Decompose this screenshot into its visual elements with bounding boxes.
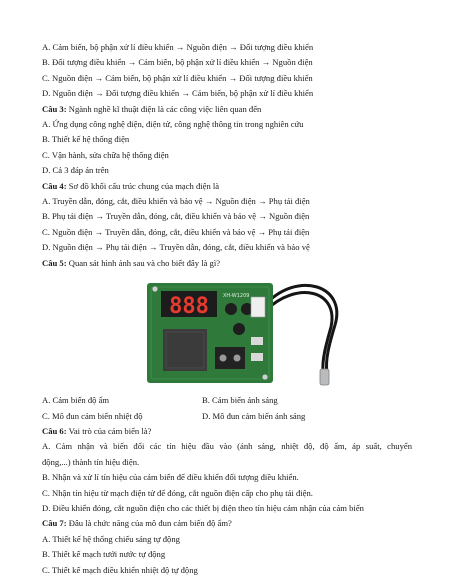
terminal-block — [215, 347, 245, 370]
terminal-screw-2 — [233, 354, 241, 362]
q7-option-c: C. Thiết kế mạch điều khiển nhiệt độ tự … — [42, 564, 198, 575]
relay — [163, 329, 207, 372]
q7-option-b: B. Thiết kế mạch tưới nước tự động — [42, 549, 166, 560]
q5-options-row-1: A. Cảm biến độ ẩm B. Cảm biến ánh sáng — [42, 393, 412, 408]
led-display — [161, 291, 217, 318]
terminal-screw-1 — [219, 354, 227, 362]
option-b: B. Đối tượng điều khiển → Cảm biến, bộ p… — [42, 57, 313, 68]
q3-option-a: A. Ứng dụng công nghệ điện, điện tử, côn… — [42, 119, 304, 130]
q4-option-c: C. Nguồn điện → Truyền dẫn, đóng, cắt, đ… — [42, 226, 310, 237]
question-list: A. Cảm biến, bộ phận xử lí điều khiển → … — [42, 40, 412, 578]
question-3-text: Ngành nghề kĩ thuật điện là các công việ… — [66, 103, 262, 114]
question-7-label: Câu 7: — [42, 518, 67, 529]
q5-options-row-2: C. Mô đun cảm biến nhiệt độ D. Mô đun cả… — [42, 409, 412, 424]
question-5: Câu 5: Quan sát hình ảnh sau và cho biết… — [42, 256, 412, 271]
q6-option-c: C. Nhận tín hiệu từ mạch điện tử để đóng… — [42, 487, 313, 498]
probe-tip — [319, 368, 330, 386]
button-down-icon — [233, 323, 245, 336]
probe-cable — [263, 284, 339, 374]
temperature-module-image: 888 XH-W1209 — [147, 283, 339, 386]
q5-option-b: B. Cảm biến ánh sáng — [202, 395, 278, 406]
question-3: Câu 3: Ngành nghề kĩ thuật điện là các c… — [42, 102, 412, 117]
board-outline — [150, 286, 270, 380]
question-4-label: Câu 4: — [42, 180, 67, 191]
mount-hole-2 — [262, 374, 268, 380]
question-7: Câu 7: Đâu là chức năng của mô đun cảm b… — [42, 516, 412, 531]
q3-option-d: D. Cả 3 đáp án trên — [42, 165, 109, 176]
component-2 — [251, 353, 263, 362]
question-7-text: Đâu là chức năng của mô đun cảm biến độ … — [66, 518, 232, 529]
q6-option-b: B. Nhận và xử lí tín hiệu của cảm biến đ… — [42, 472, 299, 483]
question-5-text: Quan sát hình ảnh sau và cho biết đây là… — [66, 257, 221, 268]
option-a: A. Cảm biến, bộ phận xử lí điều khiển → … — [42, 42, 314, 52]
q7-option-a: A. Thiết kế hệ thống chiếu sáng tự động — [42, 533, 180, 544]
probe-cable-2 — [263, 291, 334, 372]
q4-option-b: B. Phụ tải điện → Truyền dẫn, đóng, cắt,… — [42, 211, 310, 222]
q5-option-c: C. Mô đun cảm biến nhiệt độ — [42, 410, 143, 421]
option-d: D. Nguồn điện → Đối tượng điều khiển → C… — [42, 88, 314, 99]
button-up-icon — [241, 303, 253, 316]
question-5-label: Câu 5: — [42, 257, 67, 268]
q3-option-c: C. Vận hành, sửa chữa hệ thống điện — [42, 149, 169, 160]
temperature-module-figure: 888 XH-W1209 — [42, 275, 412, 387]
q4-option-d: D. Nguồn điện → Phụ tải điện → Truyền dẫ… — [42, 242, 310, 253]
question-6: Câu 6: Vai trò của cảm biến là? — [42, 424, 412, 439]
question-3-label: Câu 3: — [42, 103, 67, 114]
option-c: C. Nguồn điện → Cảm biến, bộ phận xử lí … — [42, 72, 313, 83]
question-6-label: Câu 6: — [42, 425, 67, 436]
q6-option-d: D. Điều khiển đóng, cắt nguồn điện cho c… — [42, 502, 364, 513]
q4-option-a: A. Truyền dẫn, đóng, cắt, điều khiển và … — [42, 196, 310, 207]
component-1 — [251, 337, 263, 346]
question-4: Câu 4: Sơ đồ khối cấu trúc chung của mạc… — [42, 179, 412, 194]
q3-option-b: B. Thiết kế hệ thống điện — [42, 134, 130, 145]
button-set-icon — [225, 303, 237, 316]
q5-option-d: D. Mô đun cảm biến ánh sáng — [202, 410, 306, 421]
q5-option-a: A. Cảm biến độ ẩm — [42, 395, 110, 406]
q6-option-a: A. Cảm nhận và biến đổi các tín hiệu đầu… — [42, 441, 412, 452]
sensor-connector — [250, 296, 266, 318]
question-4-text: Sơ đồ khối cấu trúc chung của mạch điện … — [66, 180, 220, 191]
relay-edge — [165, 331, 205, 369]
board-silkscreen: XH-W1209 — [223, 293, 249, 299]
question-6-text: Vai trò của cảm biến là? — [66, 425, 152, 436]
mount-hole-1 — [152, 286, 158, 292]
q6-option-a-cont: động,...) thành tín hiệu điện. — [42, 456, 140, 467]
display-digits: 888 — [169, 294, 209, 319]
